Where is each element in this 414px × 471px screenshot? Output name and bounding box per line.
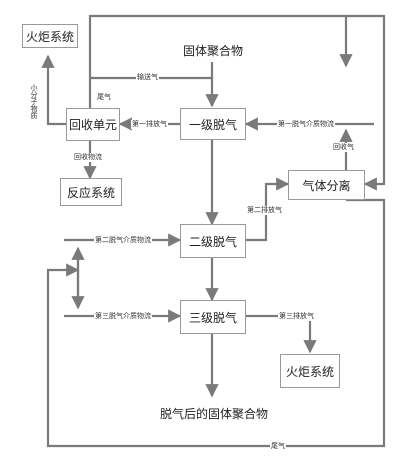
reaction-system: 反应系统 bbox=[60, 178, 122, 206]
label-first-medium: 第一脱气介质物流 bbox=[277, 120, 335, 129]
arrow-third-exhaust bbox=[246, 314, 317, 354]
label-tail-gas-top: 尾气 bbox=[96, 93, 112, 102]
label-second-medium: 第二脱气介质物流 bbox=[94, 236, 152, 245]
label-conveying-gas: 输送气 bbox=[136, 73, 159, 82]
stage2-degassing: 二级脱气 bbox=[180, 224, 246, 258]
label-recycle-gas: 回收气 bbox=[332, 143, 355, 152]
flare-system-bottom: 火炬系统 bbox=[280, 354, 340, 388]
flare-system-top: 火炬系统 bbox=[22, 24, 78, 48]
gas-separation: 气体分离 bbox=[288, 170, 365, 200]
label-small-molecule: 小分子物质 bbox=[28, 84, 39, 119]
stage3-degassing: 三级脱气 bbox=[180, 300, 246, 334]
recovery-unit: 回收单元 bbox=[66, 108, 120, 141]
stage1-degassing: 一级脱气 bbox=[180, 108, 246, 140]
line-tail-gas-bottom bbox=[46, 198, 386, 448]
solid-polymer-input: 固体聚合物 bbox=[183, 44, 244, 58]
label-tail-gas-bottom: 尾气 bbox=[270, 442, 286, 451]
degassed-polymer-output: 脱气后的固体聚合物 bbox=[160, 407, 269, 421]
label-first-exhaust: 第一排放气 bbox=[131, 120, 168, 129]
label-second-exhaust: 第二排放气 bbox=[246, 206, 283, 215]
line-tail-gas-loop bbox=[88, 14, 386, 191]
arrow-small-molecule bbox=[41, 54, 66, 126]
label-recovery-stream: 回收物流 bbox=[73, 153, 103, 162]
label-third-exhaust: 第三排放气 bbox=[278, 312, 315, 321]
label-third-medium: 第三脱气介质物流 bbox=[94, 312, 152, 321]
